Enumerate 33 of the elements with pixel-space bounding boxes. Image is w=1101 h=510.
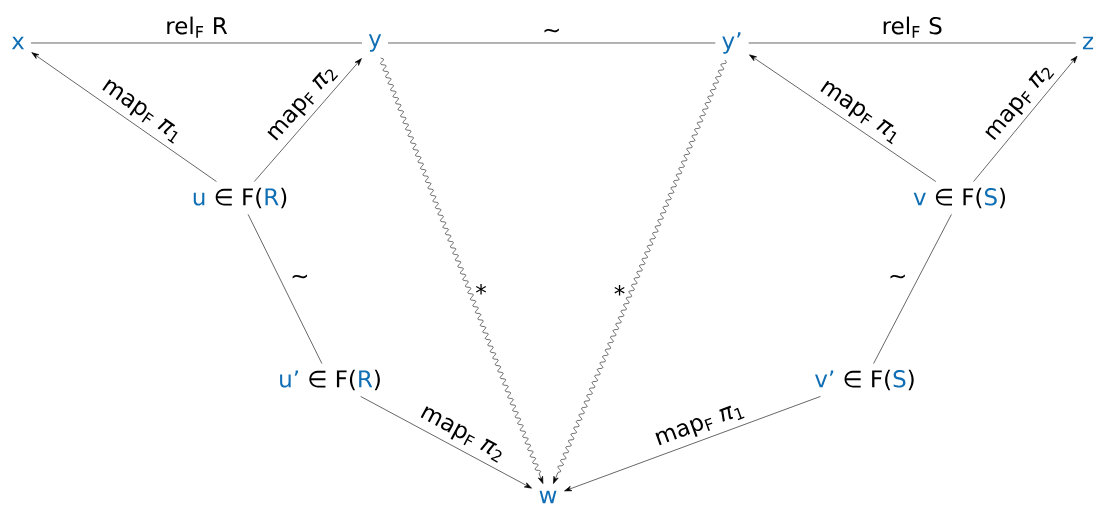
arrow: [360, 396, 532, 489]
arrow: [254, 58, 362, 182]
edge-label: rel$_{F}$ R: [167, 16, 228, 38]
math-term: u’ ∈ F( R): [280, 369, 380, 391]
line: [30, 42, 363, 44]
arrow: [31, 52, 217, 182]
math-term: w: [539, 490, 557, 504]
edge-label: *: [614, 284, 625, 296]
edge-label: *: [476, 284, 487, 295]
line: [748, 42, 1077, 44]
math-term: x: [11, 36, 25, 50]
line: [873, 214, 952, 364]
wavy-arrow: [553, 59, 727, 484]
line: [387, 42, 716, 44]
edge-label: ~: [292, 274, 308, 279]
edge-label: ~: [544, 28, 559, 33]
edge-label: map$_{F}$ π$_{1}$: [655, 405, 745, 446]
wavy-arrow: [380, 57, 544, 484]
math-term: u ∈ F( R): [193, 187, 287, 209]
line: [247, 214, 323, 364]
arrow: [564, 396, 821, 492]
arrow: [749, 54, 937, 182]
math-term: v ∈ F(S): [913, 187, 1006, 209]
edge-label: rel$_{F}$ S: [883, 16, 942, 38]
edge-label: ~: [890, 274, 905, 279]
math-term: y: [368, 34, 382, 52]
edge-label: map$_{F}$ π$_{1}$: [820, 80, 897, 145]
edge-label: map$_{F}$ π$_{1}$: [102, 79, 178, 144]
edge-label: map$_{F}$ π$_{2}$: [420, 406, 502, 463]
math-term: v’ ∈ F(S): [815, 369, 914, 391]
math-term: z: [1082, 36, 1094, 50]
arrow: [973, 55, 1078, 182]
math-term: y’: [722, 32, 741, 54]
